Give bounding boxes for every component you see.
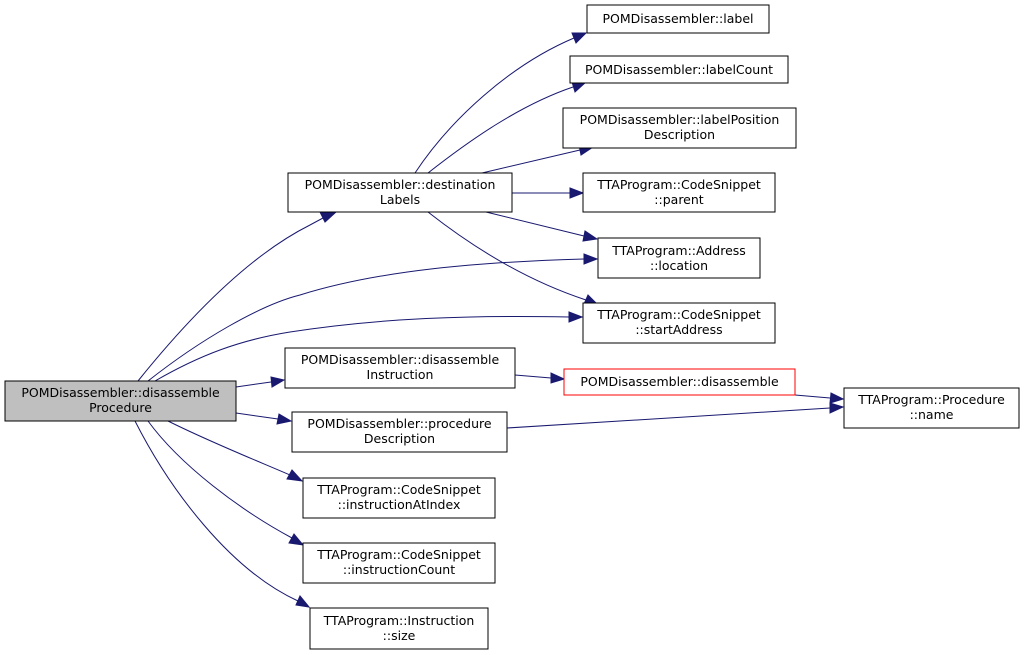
edge-root-to-disassemble-instruction (235, 381, 272, 388)
node-label-line: ::size (383, 628, 416, 643)
node-label-line: TTAProgram::CodeSnippet (596, 307, 761, 322)
edge-root-to-start-address (154, 315, 570, 382)
node-label-line: ::parent (654, 192, 703, 207)
node-label[interactable]: POMDisassembler::label (586, 4, 770, 34)
node-label-count[interactable]: POMDisassembler::labelCount (569, 55, 789, 84)
node-disassemble-procedure[interactable]: POMDisassembler::disassemble Procedure (4, 380, 237, 422)
node-label-line: ::instructionCount (343, 562, 455, 577)
edge-destination-labels-to-label (414, 37, 575, 174)
edge-root-to-instruction-at-index (167, 420, 291, 476)
node-label-line: TTAProgram::CodeSnippet (316, 547, 481, 562)
edge-arrowhead (569, 187, 585, 199)
edge-root-to-procedure-description (235, 412, 279, 420)
edges (134, 32, 845, 608)
node-disassemble-instruction[interactable]: POMDisassembler::disassemble Instruction (284, 347, 516, 389)
node-label-line: TTAProgram::Instruction (323, 613, 475, 628)
node-label-line: POMDisassembler::disassemble (580, 374, 779, 389)
node-label-line: Labels (380, 192, 420, 207)
node-label-line: Description (644, 127, 715, 142)
edge-arrowhead (276, 413, 293, 425)
node-label-position-description[interactable]: POMDisassembler::labelPosition Descripti… (562, 107, 797, 149)
node-code-snippet-instruction-count[interactable]: TTAProgram::CodeSnippet ::instructionCou… (302, 542, 496, 584)
node-procedure-name[interactable]: TTAProgram::Procedure ::name (843, 387, 1020, 429)
node-label-line: Description (364, 431, 435, 446)
node-label-line: TTAProgram::CodeSnippet (596, 177, 761, 192)
node-label-line: ::name (910, 407, 954, 422)
edge-destination-labels-to-location (485, 211, 585, 237)
node-code-snippet-parent[interactable]: TTAProgram::CodeSnippet ::parent (582, 172, 776, 213)
node-label-line: TTAProgram::CodeSnippet (316, 482, 481, 497)
edge-root-to-location (147, 258, 585, 382)
node-code-snippet-instruction-at-index[interactable]: TTAProgram::CodeSnippet ::instructionAtI… (302, 477, 496, 519)
edge-root-to-instruction-count (147, 420, 293, 539)
node-code-snippet-start-address[interactable]: TTAProgram::CodeSnippet ::startAddress (582, 302, 776, 344)
edge-arrowhead (270, 376, 286, 388)
edge-arrowhead (288, 533, 305, 546)
node-label-line: Procedure (89, 400, 152, 415)
edge-arrowhead (286, 469, 304, 482)
node-address-location[interactable]: TTAProgram::Address ::location (597, 237, 761, 279)
node-label-line: TTAProgram::Procedure (857, 392, 1005, 407)
node-procedure-description[interactable]: POMDisassembler::procedure Description (291, 411, 508, 453)
node-destination-labels[interactable]: POMDisassembler::destination Labels (287, 172, 513, 213)
node-label-line: ::instructionAtIndex (338, 497, 461, 512)
node-label-line: POMDisassembler::labelPosition (580, 112, 780, 127)
edge-arrowhead (582, 230, 599, 242)
edge-arrowhead (829, 402, 845, 414)
edge-root-to-destination-labels (137, 217, 324, 382)
node-label-line: POMDisassembler::procedure (307, 416, 491, 431)
edge-destination-labels-to-label-position-description (481, 149, 581, 174)
node-label-line: ::location (650, 258, 708, 273)
edge-arrowhead (295, 595, 311, 608)
node-instruction-size[interactable]: TTAProgram::Instruction ::size (309, 607, 489, 650)
node-label-line: POMDisassembler::disassemble (301, 352, 500, 367)
edge-root-to-instruction-size (134, 420, 299, 602)
edge-arrowhead (583, 253, 599, 265)
edge-destination-labels-to-start-address (427, 211, 587, 301)
edge-arrowhead (319, 211, 338, 223)
node-label-line: POMDisassembler::label (603, 11, 754, 26)
edge-arrowhead (571, 32, 588, 44)
node-disassemble[interactable]: POMDisassembler::disassemble (563, 368, 796, 396)
edge-destination-labels-to-label-count (427, 86, 574, 174)
nodes: POMDisassembler::disassemble Procedure P… (4, 4, 1020, 650)
node-label-line: ::startAddress (635, 322, 722, 337)
edge-arrowhead (550, 372, 566, 384)
node-label-line: POMDisassembler::destination (305, 177, 496, 192)
edge-procedure-description-to-procedure-name (506, 407, 831, 429)
node-label-line: TTAProgram::Address (611, 243, 746, 258)
edge-disassemble-to-procedure-name (794, 394, 831, 399)
node-label-line: POMDisassembler::labelCount (585, 62, 773, 77)
edge-arrowhead (829, 392, 845, 404)
edge-disassemble-instruction-to-disassemble (514, 374, 552, 379)
edge-arrowhead (568, 311, 584, 323)
node-label-line: POMDisassembler::disassemble (21, 385, 220, 400)
node-label-line: Instruction (367, 367, 434, 382)
